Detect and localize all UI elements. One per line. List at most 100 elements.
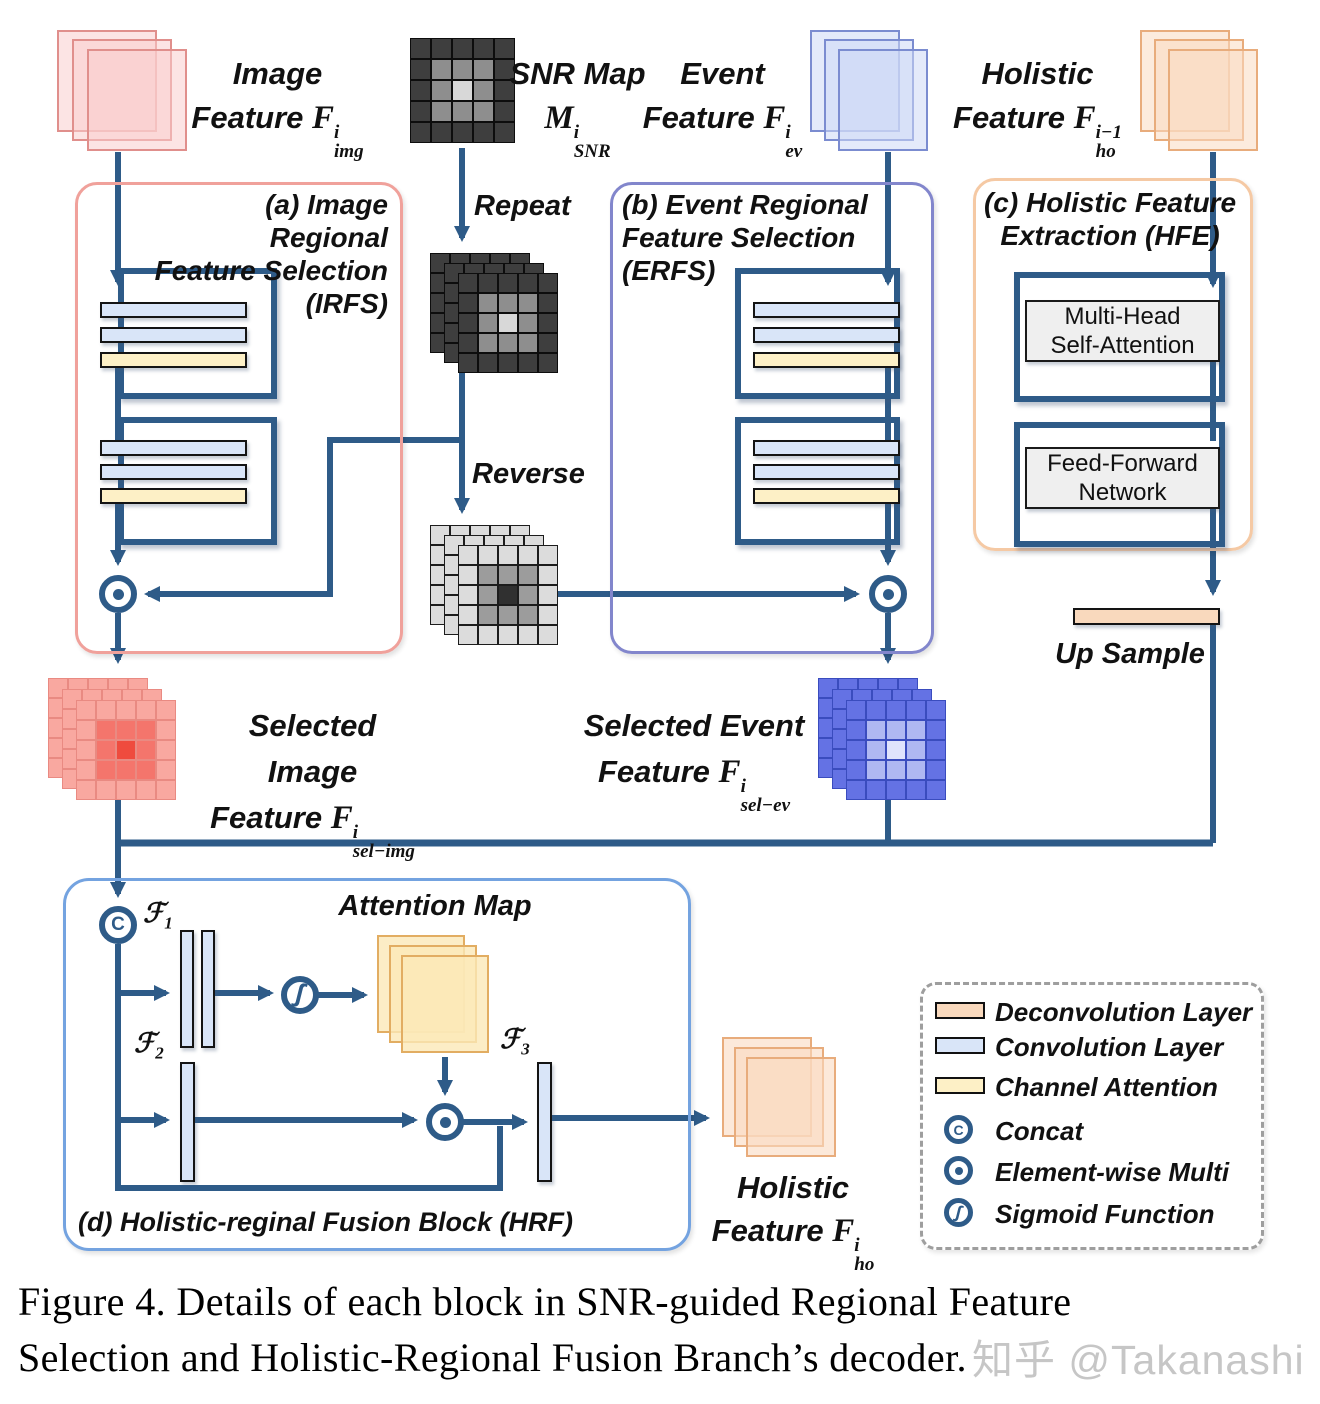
- element-wise-multiply-icon: [869, 575, 907, 613]
- grid-cell: [76, 760, 96, 780]
- grid-cell: [498, 313, 518, 333]
- grid-cell: [431, 38, 452, 59]
- concat-icon: C: [99, 906, 137, 944]
- grid-cell: [478, 545, 498, 565]
- grid-cell: [136, 760, 156, 780]
- grid-cell: [926, 700, 946, 720]
- ffn-label-line2: Network: [1078, 479, 1167, 506]
- deconvolution-layer-bar: [1073, 608, 1220, 625]
- grid-cell: [906, 740, 926, 760]
- grid-cell: [410, 101, 431, 122]
- grid-cell: [926, 760, 946, 780]
- grid-cell: [473, 122, 494, 143]
- legend-sigmoid-icon: ∫: [944, 1198, 973, 1227]
- element-wise-multiply-icon: [426, 1103, 464, 1141]
- grid-cell: [494, 101, 515, 122]
- irfs-block-title: (a) Image Regional Feature Selection (IR…: [154, 189, 388, 319]
- grid-cell: [473, 59, 494, 80]
- grid-cell: [458, 545, 478, 565]
- grid-cell: [906, 720, 926, 740]
- grid-cell: [458, 333, 478, 353]
- grid-cell: [410, 122, 431, 143]
- grid-cell: [538, 625, 558, 645]
- grid-cell: [473, 38, 494, 59]
- sigmoid-icon: ∫: [281, 976, 319, 1014]
- legend-conv-swatch: [935, 1037, 985, 1054]
- grid-cell: [518, 565, 538, 585]
- convolution-layer-bar: [753, 327, 900, 343]
- grid-cell: [76, 780, 96, 800]
- grid-cell: [498, 333, 518, 353]
- grid-cell: [886, 740, 906, 760]
- upsample-label: Up Sample: [1055, 638, 1205, 670]
- grid-cell: [136, 700, 156, 720]
- convolution-layer-bar: [100, 302, 247, 318]
- erfs-block-title: (b) Event Regional Feature Selection (ER…: [622, 189, 868, 286]
- f1-label: ℱ1: [143, 898, 173, 933]
- grid-cell: [452, 59, 473, 80]
- grid-cell: [498, 565, 518, 585]
- grid-cell: [96, 760, 116, 780]
- grid-cell: [478, 605, 498, 625]
- grid-cell: [458, 565, 478, 585]
- grid-cell: [538, 605, 558, 625]
- grid-cell: [410, 38, 431, 59]
- legend-deconv-swatch: [935, 1002, 985, 1019]
- grid-cell: [478, 333, 498, 353]
- grid-cell: [431, 122, 452, 143]
- legend-element-wise-multiply-icon: [944, 1156, 973, 1185]
- grid-cell: [452, 80, 473, 101]
- grid-cell: [518, 333, 538, 353]
- grid-cell: [116, 720, 136, 740]
- legend-channel-attention-label: Channel Attention: [995, 1072, 1218, 1102]
- hfe-residual-box-1: [1014, 272, 1225, 402]
- grid-cell: [498, 585, 518, 605]
- grid-cell: [116, 760, 136, 780]
- grid-cell: [498, 625, 518, 645]
- grid-cell: [538, 333, 558, 353]
- grid-cell: [458, 625, 478, 645]
- convolution-layer-bar: [100, 440, 247, 456]
- watermark-text: 知乎 @Takanashi: [972, 1337, 1305, 1383]
- hrf-block-outline: [63, 878, 691, 1251]
- grid-cell: [518, 313, 538, 333]
- grid-cell: [458, 273, 478, 293]
- grid-cell: [458, 585, 478, 605]
- channel-attention-bar: [753, 488, 900, 504]
- grid-cell: [473, 101, 494, 122]
- grid-cell: [76, 700, 96, 720]
- grid-cell: [431, 59, 452, 80]
- irfs-block-outline: [75, 182, 403, 654]
- channel-attention-bar: [100, 352, 247, 368]
- grid-cell: [538, 565, 558, 585]
- grid-cell: [156, 720, 176, 740]
- grid-cell: [494, 38, 515, 59]
- grid-cell: [866, 720, 886, 740]
- grid-cell: [136, 740, 156, 760]
- grid-cell: [478, 293, 498, 313]
- grid-cell: [458, 293, 478, 313]
- snr-map-grid: [410, 38, 515, 143]
- grid-cell: [478, 625, 498, 645]
- grid-cell: [866, 760, 886, 780]
- channel-attention-bar: [100, 488, 247, 504]
- grid-cell: [136, 780, 156, 800]
- grid-cell: [538, 545, 558, 565]
- grid-cell: [473, 80, 494, 101]
- grid-cell: [926, 780, 946, 800]
- channel-attention-bar: [753, 352, 900, 368]
- grid-cell: [96, 700, 116, 720]
- grid-cell: [458, 605, 478, 625]
- grid-cell: [866, 780, 886, 800]
- grid-cell: [498, 353, 518, 373]
- legend-box: [920, 982, 1264, 1250]
- grid-cell: [498, 273, 518, 293]
- convolution-layer-bar: [100, 464, 247, 480]
- figure-caption-line2: Selection and Holistic-Regional Fusion B…: [18, 1335, 967, 1380]
- grid-cell: [76, 720, 96, 740]
- hfe-block-title: (c) Holistic Feature Extraction (HFE): [983, 187, 1237, 251]
- grid-cell: [116, 780, 136, 800]
